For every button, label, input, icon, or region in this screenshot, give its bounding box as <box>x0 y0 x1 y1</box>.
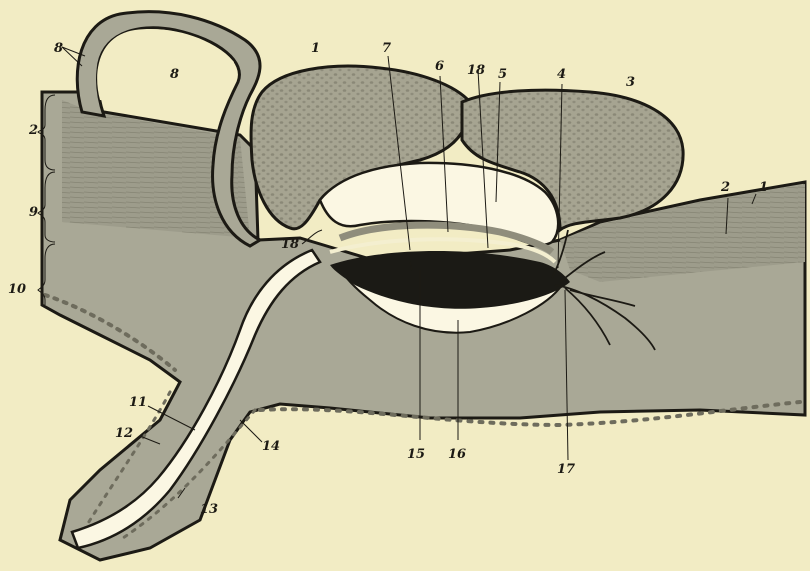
label-8-loop: 8 <box>170 67 179 82</box>
label-6: 6 <box>435 59 444 74</box>
label-11: 11 <box>129 395 147 410</box>
label-17: 17 <box>557 462 575 477</box>
label-2-right: 2 <box>720 180 730 195</box>
label-9: 9 <box>29 205 38 220</box>
label-4: 4 <box>557 67 566 82</box>
label-1-right: 1 <box>759 180 768 195</box>
label-5: 5 <box>498 67 507 82</box>
label-7: 7 <box>382 41 391 56</box>
label-15: 15 <box>407 447 425 462</box>
label-1-left: 1 <box>311 41 320 56</box>
label-2-left: 2 <box>28 123 38 138</box>
label-16: 16 <box>448 447 466 462</box>
label-3: 3 <box>626 75 635 90</box>
label-18-top: 18 <box>467 63 485 78</box>
label-13: 13 <box>200 502 218 517</box>
label-8-pointer: 8 <box>54 41 63 56</box>
label-18-left: 18 <box>281 237 299 252</box>
label-10: 10 <box>8 282 26 297</box>
label-14: 14 <box>262 439 280 454</box>
label-12: 12 <box>115 426 133 441</box>
